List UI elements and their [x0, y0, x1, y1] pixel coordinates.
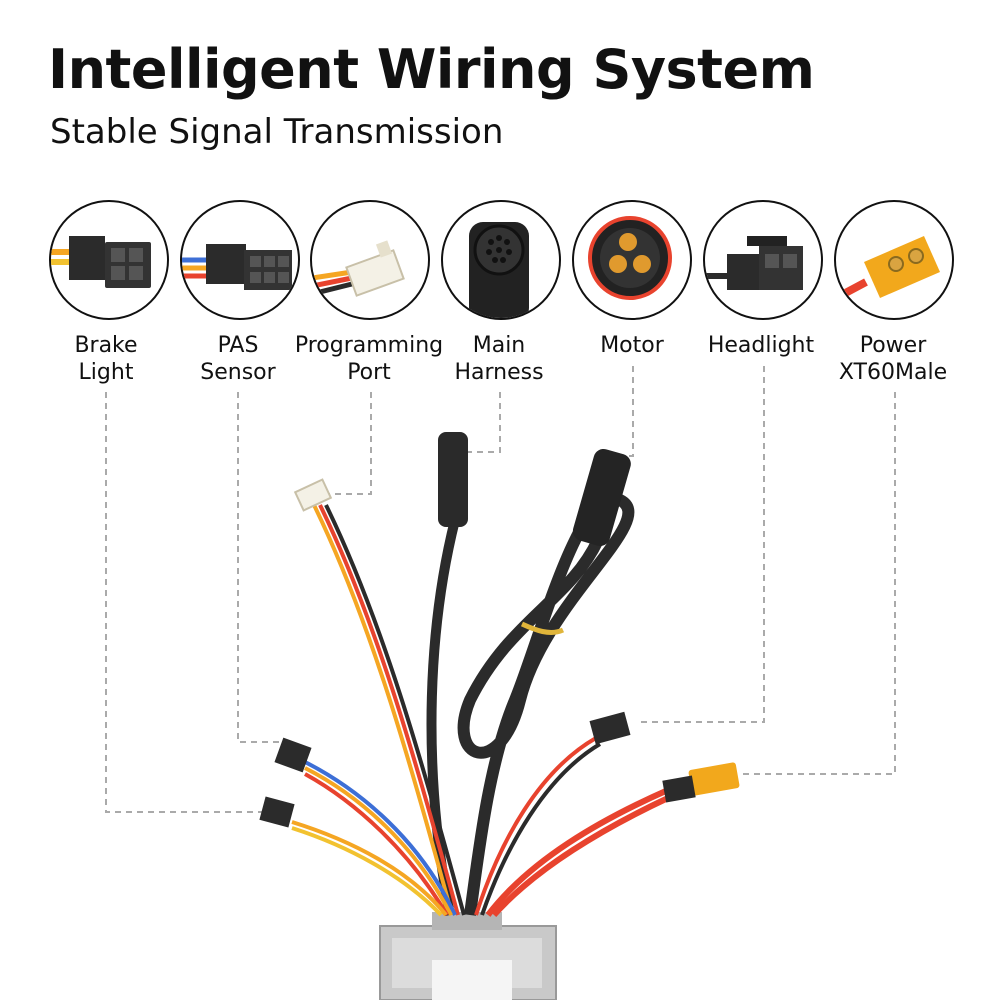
power-xt60-plug — [688, 762, 740, 796]
programming-wire-black — [324, 504, 466, 916]
label-line-1: Headlight — [707, 333, 815, 358]
headlight-wire-black — [480, 742, 602, 916]
label-line-1: Programming — [294, 333, 444, 358]
leader-line-headlight — [636, 366, 765, 723]
label-line-1: Main — [472, 333, 526, 358]
leader-line-motor — [622, 366, 634, 457]
label-line-1: Power — [859, 333, 927, 358]
programming-wire-orange — [312, 504, 454, 916]
pas-wire-red — [304, 772, 449, 917]
label-line-2: Sensor — [200, 360, 276, 385]
pas-wire-orange — [304, 766, 453, 916]
leader-line-brake-light — [105, 392, 262, 813]
pas-wire-blue — [304, 760, 457, 916]
power-plug-sleeve — [662, 775, 696, 803]
brake-wire-orange — [291, 820, 448, 917]
programming-port-connector-icon — [310, 200, 430, 320]
label-line-1: PAS — [217, 333, 259, 358]
motor-cable — [457, 492, 635, 916]
pas-sensor-connector-icon — [180, 200, 300, 320]
page-subtitle: Stable Signal Transmission — [50, 112, 504, 152]
main-harness-connector-icon — [441, 200, 561, 320]
label-line-2: Port — [347, 360, 391, 385]
label-headlight: Headlight — [686, 332, 836, 359]
label-motor: Motor — [557, 332, 707, 359]
label-line-2: XT60Male — [838, 360, 948, 385]
brake-wire-yellow — [291, 826, 443, 917]
label-power-xt60: Power XT60Male — [818, 332, 968, 386]
pas-plug — [274, 737, 312, 773]
label-line-2: Light — [78, 360, 134, 385]
programming-plug — [293, 478, 333, 512]
label-brake-light: Brake Light — [31, 332, 181, 386]
leader-line-power — [740, 392, 896, 775]
programming-wire-red — [318, 504, 460, 916]
leader-line-main-harness — [468, 392, 501, 453]
power-wire-red — [485, 787, 670, 917]
brake-light-connector-icon — [49, 200, 169, 320]
motor-plug — [572, 448, 631, 547]
label-line-1: Brake — [74, 333, 138, 358]
label-pas-sensor: PAS Sensor — [163, 332, 313, 386]
xt60-power-connector-icon — [834, 200, 954, 320]
power-wire-red-2 — [491, 795, 670, 917]
main-harness-plug — [438, 432, 468, 527]
leader-line-pas-sensor — [237, 392, 282, 743]
brake-plug — [259, 796, 295, 828]
page-title: Intelligent Wiring System — [48, 38, 815, 101]
label-programming-port: Programming Port — [294, 332, 444, 386]
headlight-wire-red — [474, 736, 597, 916]
controller-box — [379, 912, 557, 1000]
leader-line-programming-port — [326, 392, 372, 495]
label-line-1: Motor — [600, 333, 664, 358]
headlight-plug — [589, 711, 631, 745]
headlight-connector-icon — [703, 200, 823, 320]
label-main-harness: Main Harness — [424, 332, 574, 386]
motor-connector-icon — [572, 200, 692, 320]
label-line-2: Harness — [454, 360, 544, 385]
cable-tie — [520, 621, 565, 635]
